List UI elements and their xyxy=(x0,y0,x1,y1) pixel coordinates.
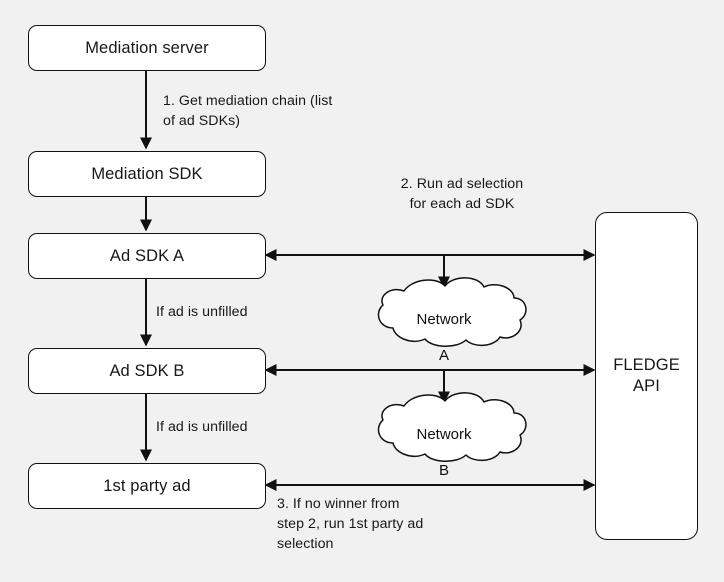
edge-label-step3: 3. If no winner from step 2, run 1st par… xyxy=(277,496,424,553)
node-first-party-ad-label: 1st party ad xyxy=(103,476,191,495)
edge-label-step1: 1. Get mediation chain (list of ad SDKs) xyxy=(163,93,333,130)
node-ad-sdk-b[interactable]: Ad SDK B xyxy=(28,348,266,394)
node-ad-sdk-b-label: Ad SDK B xyxy=(109,361,185,380)
node-first-party-ad[interactable]: 1st party ad xyxy=(28,463,266,509)
edge-label-step2: 2. Run ad selection for each ad SDK xyxy=(400,176,524,213)
network-b-cloud-shape xyxy=(377,392,527,462)
edge-label-unfilled-b: If ad is unfilled xyxy=(156,419,248,435)
node-mediation-sdk-label: Mediation SDK xyxy=(91,164,203,183)
node-ad-sdk-a[interactable]: Ad SDK A xyxy=(28,233,266,279)
edge-label-unfilled-a: If ad is unfilled xyxy=(156,304,248,320)
node-mediation-sdk[interactable]: Mediation SDK xyxy=(28,151,266,197)
network-a-cloud-shape xyxy=(377,277,527,347)
node-mediation-server-label: Mediation server xyxy=(85,38,209,57)
node-ad-sdk-a-label: Ad SDK A xyxy=(109,246,185,265)
node-fledge-api-label-line2: API xyxy=(633,377,660,395)
node-fledge-api-label-line1: FLEDGE xyxy=(613,356,680,375)
node-fledge-api[interactable]: FLEDGE API xyxy=(595,212,698,540)
node-mediation-server[interactable]: Mediation server xyxy=(28,25,266,71)
